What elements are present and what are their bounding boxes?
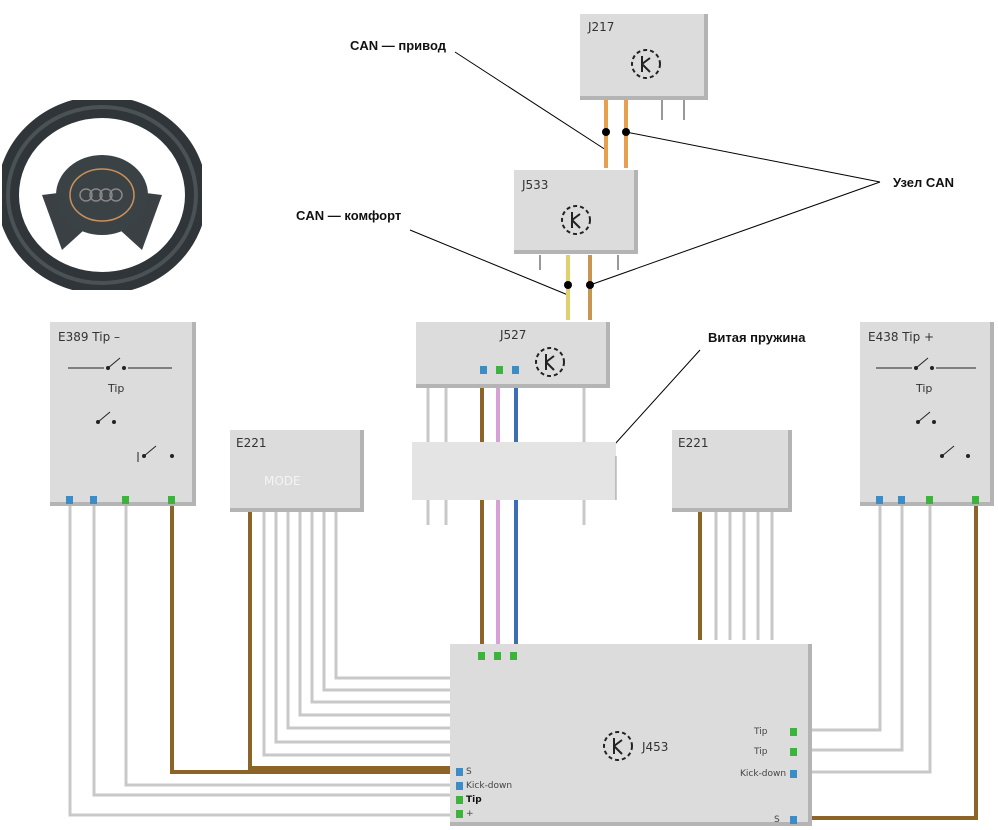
- module-e438-label: E438 Tip +: [868, 330, 935, 344]
- module-j217: J217: [580, 14, 708, 100]
- can-comfort-leader: [409, 229, 569, 296]
- module-j453-label: J453: [642, 740, 669, 754]
- can-comfort-annotation: CAN — комфорт: [296, 208, 402, 223]
- terminal-green: [790, 748, 797, 756]
- terminal-blue: [790, 770, 797, 778]
- module-e438: E438 Tip + Tip: [860, 322, 994, 506]
- j453-pin-left: +: [466, 809, 474, 819]
- module-e221: E221 MODE: [230, 430, 364, 512]
- e221r-wires: [698, 512, 774, 640]
- can-node-leader-top: [625, 131, 881, 183]
- spiral-spring-box: [412, 442, 616, 500]
- e438-wires: [812, 505, 978, 820]
- tip-label: Tip: [916, 382, 933, 395]
- terminal-blue: [876, 496, 883, 504]
- module-e389: E389 Tip – Tip: [50, 322, 196, 506]
- can-node-leader-bottom: [589, 181, 881, 286]
- j453-pin-right: Kick-down: [740, 769, 787, 779]
- terminal-blue: [790, 816, 797, 824]
- j453-pin-right: S: [774, 815, 780, 825]
- module-j533-label: J533: [522, 178, 549, 192]
- can-drive-annotation: CAN — привод: [350, 38, 447, 53]
- can-drive-leader: [454, 51, 607, 151]
- terminal-blue: [66, 496, 73, 504]
- j453-pin-left: Kick-down: [466, 781, 513, 791]
- can-comfort-wires: [539, 255, 619, 320]
- can-node-annotation: Узел CAN: [893, 175, 954, 190]
- terminal-blue: [512, 366, 519, 374]
- terminal-blue: [90, 496, 97, 504]
- control-unit-icon: [561, 205, 591, 235]
- switch-symbol-icon: [876, 357, 976, 458]
- control-unit-icon: [631, 49, 661, 79]
- terminal-green: [510, 652, 517, 660]
- e221-wires: [248, 512, 452, 770]
- module-e389-label: E389 Tip –: [58, 330, 121, 344]
- terminal-green: [790, 728, 797, 736]
- terminal-blue: [898, 496, 905, 504]
- module-j453: J453 S Kick-down Tip + Tip Tip Kick-down…: [450, 644, 812, 826]
- spiral-spring-annotation: Витая пружина: [708, 330, 806, 345]
- terminal-blue: [480, 366, 487, 374]
- module-e221-right-label: E221: [678, 436, 709, 450]
- steering-wheel-icon: [2, 100, 202, 290]
- terminal-green: [478, 652, 485, 660]
- switch-symbol-icon: [68, 357, 174, 462]
- module-e221-right: E221: [672, 430, 792, 512]
- can-drive-wires: [602, 100, 685, 168]
- j453-pin-right: Tip: [754, 727, 768, 737]
- terminal-green: [494, 652, 501, 660]
- mode-label: MODE: [264, 474, 301, 488]
- terminal-green: [168, 496, 175, 504]
- j453-pin-left: S: [466, 767, 472, 777]
- control-unit-icon: [603, 731, 633, 761]
- j453-pin-right: Tip: [754, 747, 768, 757]
- module-j533: J533: [514, 170, 638, 254]
- e389-wires: [68, 505, 452, 817]
- terminal-green: [926, 496, 933, 504]
- module-j527-label: J527: [500, 328, 527, 342]
- terminal-green: [496, 366, 503, 374]
- module-j527: J527: [416, 322, 610, 388]
- terminal-blue: [456, 768, 463, 776]
- tip-label: Tip: [108, 382, 125, 395]
- terminal-green: [972, 496, 979, 504]
- control-unit-icon: [535, 347, 565, 377]
- j527-wires: [426, 388, 586, 650]
- terminal-green: [456, 796, 463, 804]
- j453-pin-left: Tip: [466, 795, 482, 805]
- module-j217-label: J217: [588, 20, 615, 34]
- terminal-blue: [456, 782, 463, 790]
- terminal-green: [456, 810, 463, 818]
- terminal-green: [122, 496, 129, 504]
- module-e221-label: E221: [236, 436, 267, 450]
